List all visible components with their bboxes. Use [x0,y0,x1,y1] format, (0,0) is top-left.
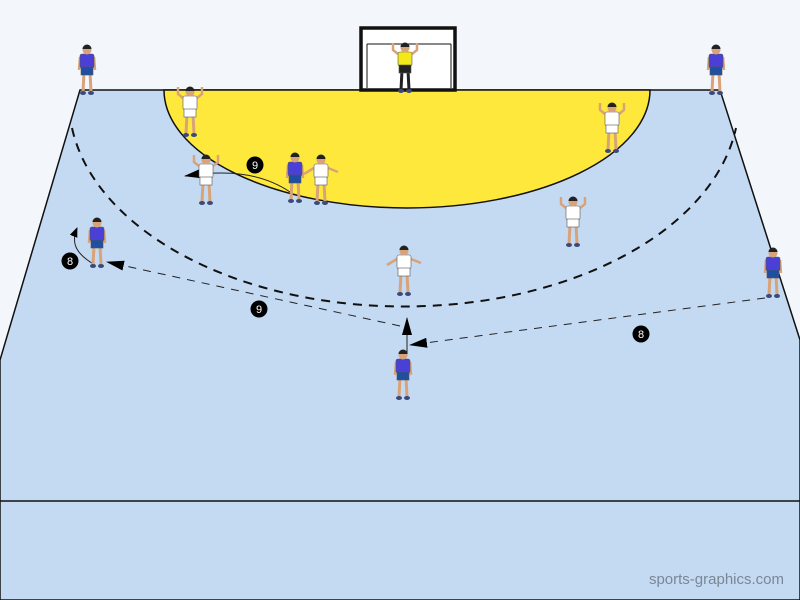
defender-player [559,196,587,247]
badge-number: 8 [638,329,644,341]
pass-lines [69,168,766,355]
attacker-player [763,247,783,298]
label-badge-run-9: 9 [246,156,264,174]
badge-number: 9 [256,304,262,316]
attacker-player [393,349,413,400]
attacker-player [87,217,107,268]
badge-number: 9 [252,160,258,172]
badge-circle [61,252,79,270]
run-arrow-9 [184,168,291,193]
badge-circle [632,325,650,343]
run-arrow-8 [69,227,96,266]
attacker-player [285,152,305,203]
defender-player [303,154,339,205]
defender-player [598,102,626,153]
pass-arrow-9 [106,260,401,327]
goalkeeper-player [391,42,419,93]
label-badge-run-8: 8 [61,252,79,270]
badge-circle [250,300,268,318]
free-throw-line [71,127,737,308]
goal-area [163,89,651,209]
defender-player [386,245,422,296]
defender-player [192,154,220,205]
badge-circle [246,156,264,174]
label-badge-pass-8: 8 [632,325,650,343]
badge-number: 8 [67,256,73,268]
watermark: sports-graphics.com [648,571,784,588]
attacker-player [77,44,97,95]
defender-player [176,86,204,137]
label-badge-pass-9: 9 [250,300,268,318]
attacker-player [706,44,726,95]
